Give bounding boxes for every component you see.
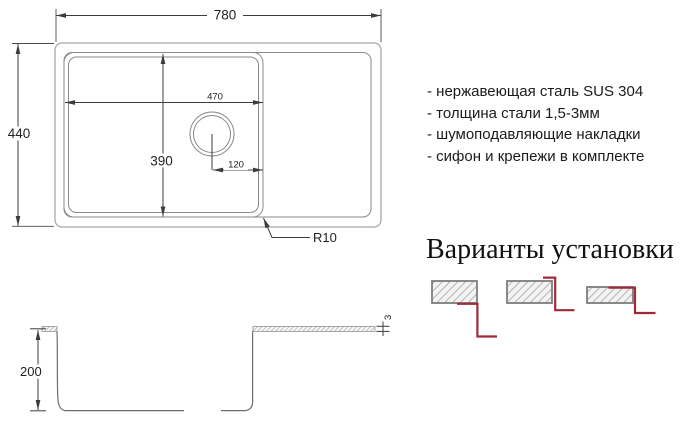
dim-label-r10: R10 xyxy=(313,230,337,245)
installation-variant-overmount xyxy=(586,286,656,315)
countertop-section xyxy=(506,280,553,304)
dim-label-3: 3 xyxy=(383,315,394,320)
dimension-overall-width: 780 xyxy=(55,7,382,42)
installation-title: Варианты установки xyxy=(426,234,674,265)
dimension-bowl-length: 390 xyxy=(148,54,175,217)
dim-label-440: 440 xyxy=(8,126,31,141)
feature-item: - сифон и крепежи в комплекте xyxy=(427,147,645,165)
countertop-section xyxy=(431,280,478,304)
countertop-section xyxy=(586,286,634,304)
installation-variant-flush-mount xyxy=(506,276,575,312)
dim-label-390: 390 xyxy=(150,154,173,169)
sink-flange-edge xyxy=(63,52,372,218)
sink-rim-undermount-line xyxy=(457,302,497,338)
sink-outer-edge xyxy=(54,42,382,228)
dimension-drain-offset: 120 xyxy=(213,159,263,173)
dimension-bowl-width: 470 xyxy=(65,90,263,105)
drainboard-strip xyxy=(252,326,376,332)
section-view xyxy=(41,326,376,412)
dim-label-470: 470 xyxy=(207,92,223,103)
installation-variant-undermount xyxy=(431,280,497,338)
features-list: - нержавеющая сталь SUS 304 - толщина ст… xyxy=(427,81,644,167)
sink-rim-flush-line xyxy=(543,276,575,312)
dimension-overall-depth: 440 xyxy=(3,43,54,227)
dim-label-200: 200 xyxy=(20,364,42,379)
dim-label-120: 120 xyxy=(228,160,244,171)
sink-rim-overmount-line xyxy=(608,286,656,315)
bowl-right-wall xyxy=(221,331,254,412)
dimension-bowl-depth: 200 xyxy=(18,328,46,412)
dimension-corner-radius: R10 xyxy=(263,217,337,245)
bowl-outer-rim xyxy=(63,52,264,218)
bowl-left-wall xyxy=(56,331,184,412)
feature-item: - шумоподавляющие накладки xyxy=(427,126,641,143)
feature-item: - толщина стали 1,5-3мм xyxy=(427,104,600,122)
dim-label-780: 780 xyxy=(214,8,237,23)
dimension-rim-height: 3 xyxy=(376,315,394,336)
top-view-outline xyxy=(54,42,382,228)
feature-item: - нержавеющая сталь SUS 304 xyxy=(427,83,644,100)
